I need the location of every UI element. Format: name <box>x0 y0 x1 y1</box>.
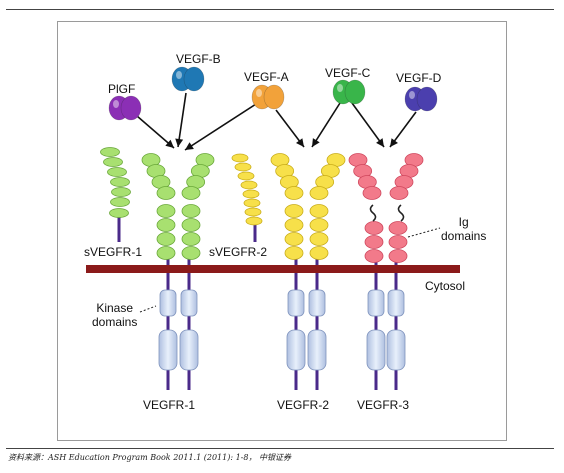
ig-domains-pointer <box>407 227 441 238</box>
svegfr1-ig-5 <box>111 187 131 197</box>
label-vegfr-3: VEGFR-3 <box>357 398 410 412</box>
arrowhead-vegf-c-to-vegfr2 <box>312 138 320 147</box>
vegfr3-left-kinase-lower <box>366 329 386 371</box>
arrow-vegf-c-to-vegfr3 <box>351 102 385 148</box>
vegfr2-right-stem-ig-2 <box>309 218 329 232</box>
vegfr2-right-stem-ig-1 <box>309 204 329 218</box>
vegfr2-right-kinase-upper <box>308 289 326 317</box>
ligand-label-vegf-c: VEGF-C <box>325 66 371 80</box>
ligand-vegf-b-highlight <box>176 71 182 79</box>
svegfr2-ig-3 <box>237 171 255 181</box>
ligand-label-plgf: PlGF <box>108 82 136 96</box>
vegfr3-left-stem-ig-2 <box>364 235 384 249</box>
label-cytosol: Cytosol <box>425 279 466 293</box>
arrow-vegf-a-to-vegfr1 <box>184 103 257 151</box>
svegfr2-ig-6 <box>243 198 261 208</box>
ligand-label-vegf-d: VEGF-D <box>396 71 442 85</box>
svegfr2-ig-4 <box>240 180 258 190</box>
vegfr1-left-stem-ig-2 <box>156 218 176 232</box>
vegfr1-left-stem-ig-1 <box>156 204 176 218</box>
svegfr1-ig-1 <box>100 147 120 157</box>
source-note: 资料来源：ASH Education Program Book 2011.1 (… <box>8 453 291 462</box>
label-vegfr-1: VEGFR-1 <box>143 398 196 412</box>
svegfr1-ig-6 <box>110 197 130 207</box>
vegfr1-right-arm-ig-4 <box>181 186 201 200</box>
vegfr3-right-stem-ig-1 <box>388 221 408 235</box>
ligand-vegf-d-monomer-2 <box>416 86 438 112</box>
vegfr3-linker-right <box>397 204 405 222</box>
vegfr1-right-kinase-lower <box>179 329 199 371</box>
vegfr3-right-arm-ig-4 <box>389 186 409 200</box>
vegfr1-right-stem-ig-3 <box>181 232 201 246</box>
svegfr1-ig-3 <box>107 167 127 177</box>
ligand-vegf-b-monomer-2 <box>183 66 205 92</box>
vegfr2-left-arm-ig-4 <box>284 186 304 200</box>
bottom-rule <box>6 448 554 449</box>
vegfr3-left-stem-ig-3 <box>364 249 384 263</box>
vegfr3-right-stem-ig-2 <box>388 235 408 249</box>
vegfr2-left-kinase-lower <box>286 329 306 371</box>
vegfr1-right-kinase-upper <box>180 289 198 317</box>
vegfr1-left-arm-ig-4 <box>156 186 176 200</box>
arrow-vegf-c-to-vegfr2 <box>311 102 341 148</box>
ligand-vegf-c-highlight <box>337 84 343 92</box>
ligand-vegf-a-monomer-2 <box>263 84 285 110</box>
vegfr2-right-stem-ig-4 <box>309 246 329 260</box>
ligand-plgf-monomer-2 <box>120 95 142 121</box>
vegfr3-right-kinase-lower <box>386 329 406 371</box>
ligand-vegf-d-highlight <box>409 91 415 99</box>
svegfr2-ig-8 <box>245 216 263 226</box>
arrowhead-vegf-d-to-vegfr3 <box>390 138 398 147</box>
arrow-vegf-b-to-vegfr1 <box>177 92 187 148</box>
vegfr1-left-stem-ig-4 <box>156 246 176 260</box>
vegfr2-left-kinase-upper <box>287 289 305 317</box>
vegfr2-left-stem-ig-1 <box>284 204 304 218</box>
ligand-vegf-a-highlight <box>256 89 262 97</box>
vegfr1-right-stem-ig-2 <box>181 218 201 232</box>
ligand-vegf-c-monomer-2 <box>344 79 366 105</box>
label-vegfr-2: VEGFR-2 <box>277 398 330 412</box>
arrowhead-plgf-to-vegfr1 <box>165 139 174 148</box>
vegfr3-left-kinase-upper <box>367 289 385 317</box>
svegfr2-ig-7 <box>244 207 262 217</box>
vegfr1-left-kinase-lower <box>158 329 178 371</box>
ligand-label-vegf-a: VEGF-A <box>244 70 289 84</box>
label-ig-domains: Ig domains <box>441 215 487 243</box>
vegfr3-left-stem-ig-1 <box>364 221 384 235</box>
arrowhead-vegf-c-to-vegfr3 <box>376 138 384 147</box>
ligand-plgf-highlight <box>113 100 119 108</box>
vegfr2-left-stem-ig-3 <box>284 232 304 246</box>
vegfr3-left-arm-ig-4 <box>362 186 382 200</box>
svegfr2-ig-2 <box>234 162 252 172</box>
vegfr2-right-stem-ig-3 <box>309 232 329 246</box>
arrowhead-vegf-a-to-vegfr1 <box>185 142 194 150</box>
vegfr2-left-stem-ig-4 <box>284 246 304 260</box>
vegfr3-right-stem-ig-3 <box>388 249 408 263</box>
svegfr2-ig-5 <box>242 189 260 199</box>
label-svegfr-1: sVEGFR-1 <box>84 245 143 259</box>
vegfr2-right-arm-ig-4 <box>309 186 329 200</box>
ligand-label-vegf-b: VEGF-B <box>176 52 221 66</box>
top-rule <box>6 9 554 10</box>
vegfr1-left-kinase-upper <box>159 289 177 317</box>
vegfr1-right-stem-ig-1 <box>181 204 201 218</box>
vegfr1-left-stem-ig-3 <box>156 232 176 246</box>
vegfr1-right-stem-ig-4 <box>181 246 201 260</box>
label-svegfr-2: sVEGFR-2 <box>209 245 268 259</box>
svegfr1-ig-4 <box>110 177 130 187</box>
svegfr2-ig-1 <box>231 153 249 163</box>
kinase-domains-pointer <box>139 305 157 313</box>
vegfr3-right-kinase-upper <box>387 289 405 317</box>
svegfr1-ig-7 <box>109 208 129 218</box>
svegfr1-ig-2 <box>103 157 123 167</box>
cell-membrane <box>86 265 460 273</box>
label-kinase-domains: Kinase domains <box>92 301 138 329</box>
vegfr3-linker-left <box>369 204 377 222</box>
vegfr2-right-kinase-lower <box>307 329 327 371</box>
arrow-plgf-to-vegfr1 <box>136 115 175 149</box>
arrowhead-vegf-a-to-vegfr2 <box>295 138 304 147</box>
arrowhead-vegf-b-to-vegfr1 <box>175 138 184 147</box>
vegfr2-left-stem-ig-2 <box>284 218 304 232</box>
